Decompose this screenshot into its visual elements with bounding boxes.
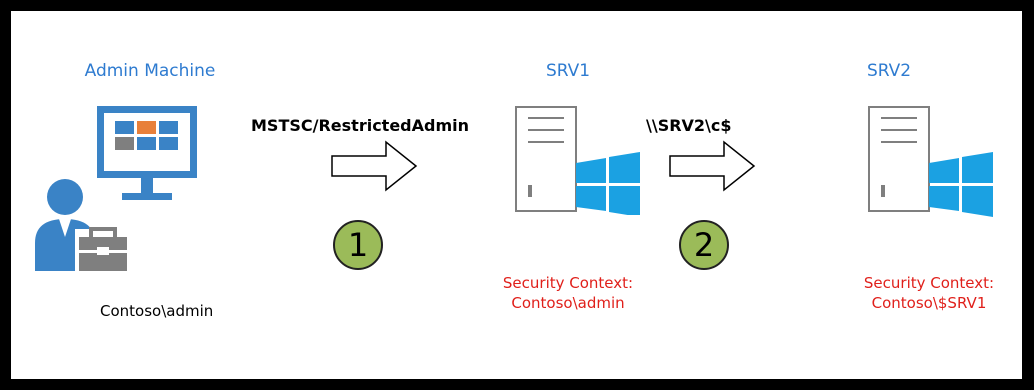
step-2-badge: 2	[679, 220, 729, 270]
diagram-canvas: Admin Machine Contoso\admin MSTSC/Restri…	[11, 11, 1022, 379]
step-1-label: MSTSC/RestrictedAdmin	[251, 116, 470, 135]
admin-workstation-icon	[35, 106, 197, 273]
srv2-security-context: Security Context: Contoso\$SRV1	[819, 273, 1022, 313]
srv2-context-line2: Contoso\$SRV1	[871, 294, 987, 312]
admin-identity: Contoso\admin	[100, 302, 214, 320]
admin-machine-title: Admin Machine	[84, 61, 216, 81]
srv1-context-line2: Contoso\admin	[511, 294, 625, 312]
srv2-title: SRV2	[866, 61, 912, 81]
step-2-label: \\SRV2\c$	[646, 116, 732, 135]
step-1-arrow-icon	[331, 140, 418, 192]
srv2-context-line1: Security Context:	[863, 274, 995, 292]
srv1-server-icon	[515, 106, 640, 215]
srv2-server-icon	[868, 106, 993, 217]
step-1-badge: 1	[333, 220, 383, 270]
srv1-context-line1: Security Context:	[502, 274, 634, 292]
step-2-arrow-icon	[669, 140, 756, 192]
srv1-security-context: Security Context: Contoso\admin	[458, 273, 678, 313]
srv1-title: SRV1	[545, 61, 591, 81]
